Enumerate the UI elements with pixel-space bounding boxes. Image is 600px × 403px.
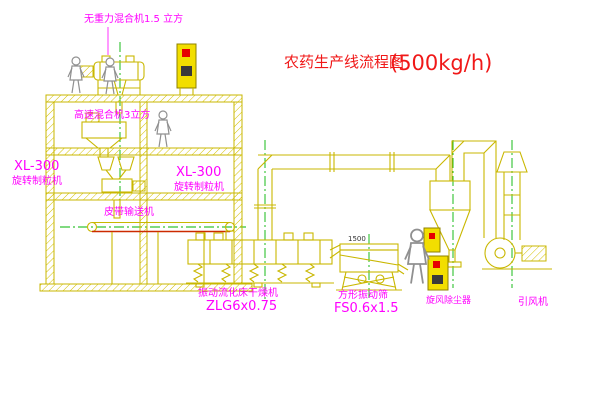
label-granulator-left-name: 旋转制粒机 bbox=[12, 174, 62, 187]
panel-dark bbox=[432, 275, 443, 284]
fluid-bed-dryer bbox=[186, 232, 334, 288]
title-text: 农药生产线流程图 bbox=[284, 53, 404, 71]
label-top-mixer: 无重力混合机1.5 立方 bbox=[84, 12, 183, 25]
induced-draft-fan bbox=[482, 237, 552, 270]
spring-1 bbox=[192, 263, 204, 283]
cyclone-separator bbox=[429, 180, 471, 268]
label-high-speed-mixer: 高速混合机3立方 bbox=[74, 108, 150, 121]
roof-slab bbox=[45, 94, 243, 103]
person-2 bbox=[101, 57, 119, 95]
label-granulator-center-model: XL-300 bbox=[176, 165, 221, 180]
person-3 bbox=[154, 110, 172, 148]
exhaust-duct bbox=[254, 152, 451, 240]
indicator-red bbox=[433, 261, 440, 268]
label-belt-conveyor: 皮带输送机 bbox=[104, 205, 154, 218]
exhaust-stack bbox=[496, 151, 528, 240]
spring-3 bbox=[248, 263, 260, 283]
panel-dark bbox=[181, 66, 192, 76]
label-sieve-name: 方形振动筛 bbox=[338, 288, 388, 301]
column-middle bbox=[139, 101, 148, 285]
title-capacity: (500kg/h) bbox=[390, 51, 492, 75]
vibrator-motor-1 bbox=[357, 274, 367, 284]
column-right bbox=[233, 101, 243, 285]
dim-1500: 1500 bbox=[348, 235, 366, 243]
control-cabinet-right-lower bbox=[427, 255, 449, 291]
indicator-red bbox=[429, 233, 435, 239]
square-sieve bbox=[329, 243, 409, 291]
person-1 bbox=[67, 56, 85, 94]
belt-conveyor bbox=[86, 221, 236, 284]
spring-4 bbox=[276, 263, 288, 283]
vibrator-motor-2 bbox=[375, 274, 385, 284]
label-granulator-center-name: 旋转制粒机 bbox=[174, 180, 224, 193]
centerlines bbox=[60, 42, 513, 300]
spring-2 bbox=[220, 263, 232, 283]
fan-motor bbox=[521, 245, 547, 262]
label-fan: 引风机 bbox=[518, 295, 548, 308]
granulator-motor bbox=[132, 180, 146, 192]
control-cabinet-top bbox=[176, 43, 197, 95]
control-cabinet-right-upper bbox=[423, 227, 441, 253]
spring-5 bbox=[304, 263, 316, 283]
column-left bbox=[45, 101, 55, 285]
label-sieve-model: FS0.6x1.5 bbox=[334, 301, 399, 316]
indicator-red bbox=[182, 49, 190, 57]
label-granulator-left-model: XL-300 bbox=[14, 159, 59, 174]
outlet-duct bbox=[451, 140, 497, 238]
granulator bbox=[97, 156, 146, 219]
label-dryer-name: 振动流化床干燥机 bbox=[198, 286, 278, 299]
label-dryer-model: ZLG6x0.75 bbox=[206, 299, 277, 314]
label-cyclone: 旋风除尘器 bbox=[426, 294, 471, 306]
building-structure bbox=[39, 94, 253, 292]
mixer2-motor bbox=[85, 112, 100, 123]
